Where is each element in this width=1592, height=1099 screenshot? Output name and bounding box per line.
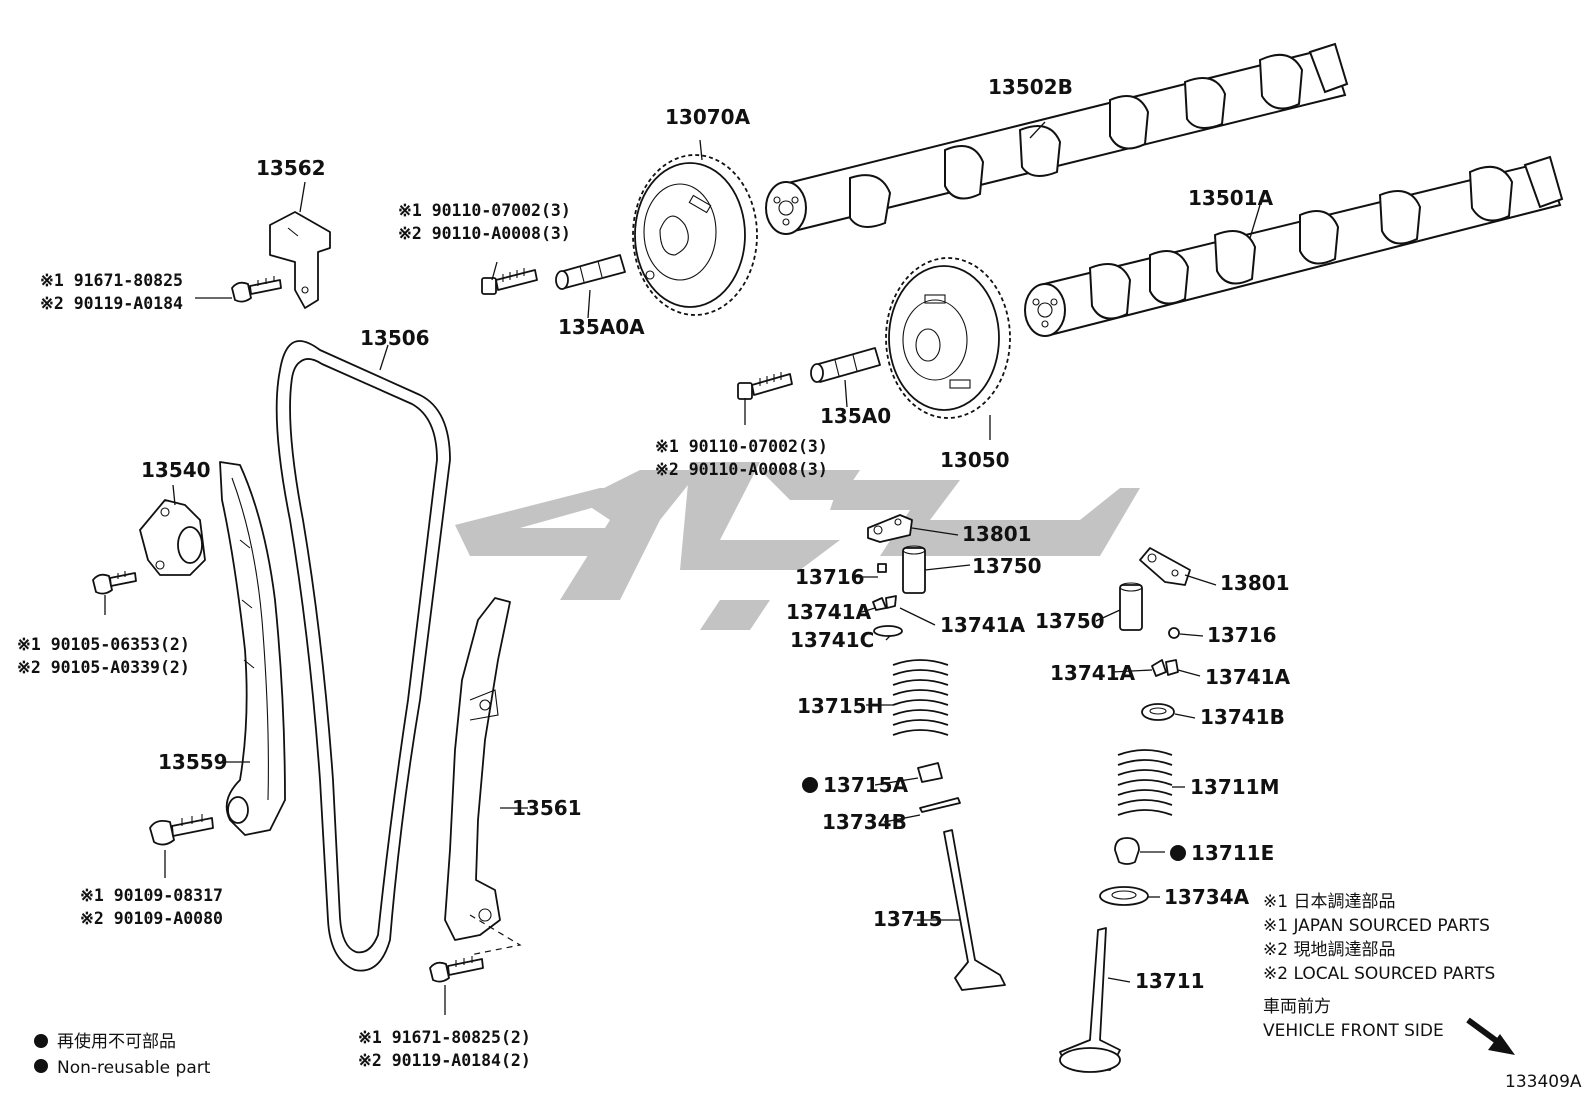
timing-chain-13506 xyxy=(275,340,451,972)
valve-keeper-13741A-left xyxy=(872,595,897,611)
subpart-13050-local: ※2 90110-A0008(3) xyxy=(655,460,828,479)
valve-spring-13715H xyxy=(892,659,949,736)
vvt-gear-13050 xyxy=(885,257,1011,419)
legend-dot-en xyxy=(34,1059,48,1073)
intake-valve-13715 xyxy=(943,829,1006,991)
label-13050: 13050 xyxy=(940,448,1010,472)
rocker-arm-13801-left xyxy=(867,514,913,543)
bolt-13559 xyxy=(149,814,214,846)
label-13715A: 13715A xyxy=(823,773,909,797)
bolt-13561 xyxy=(429,956,484,983)
label-13741A-left-1: 13741A xyxy=(786,600,872,624)
valve-guide-13734A xyxy=(1099,886,1149,906)
legend-local-sourced-en: ※2 LOCAL SOURCED PARTS xyxy=(1263,964,1495,984)
label-13801-left: 13801 xyxy=(962,522,1032,546)
label-13741A-left-2: 13741A xyxy=(940,613,1026,637)
label-13734A: 13734A xyxy=(1164,885,1250,909)
subpart-13559-jp: ※1 90109-08317 xyxy=(80,886,223,905)
label-13711: 13711 xyxy=(1135,969,1205,993)
label-13711E: 13711E xyxy=(1191,841,1274,865)
oil-control-valve-135A0 xyxy=(810,347,881,383)
subpart-13562-local: ※2 90119-A0184 xyxy=(40,294,183,313)
label-13711M: 13711M xyxy=(1190,775,1279,799)
valve-seal-13711E xyxy=(1114,837,1140,865)
label-13734B: 13734B xyxy=(822,810,907,834)
part-labels: 13502B 13501A 13070A 13050 13562 135A0A … xyxy=(141,75,1291,993)
label-13540: 13540 xyxy=(141,458,211,482)
subpart-13559-local: ※2 90109-A0080 xyxy=(80,909,223,928)
legend-jp-sourced-en: ※1 JAPAN SOURCED PARTS xyxy=(1263,916,1490,936)
label-13559: 13559 xyxy=(158,750,228,774)
label-13715: 13715 xyxy=(873,907,943,931)
lash-adjuster-13750-right xyxy=(1119,582,1143,631)
valve-seat-13741C xyxy=(873,625,903,637)
valve-guide-13734B xyxy=(919,797,961,813)
diagram-id: 133409A xyxy=(1505,1072,1582,1092)
label-13561: 13561 xyxy=(512,796,582,820)
legend-nonreusable-jp: 再使用不可部品 xyxy=(57,1031,176,1052)
camshaft-13502B xyxy=(765,42,1349,235)
label-135A0A: 135A0A xyxy=(558,315,645,339)
subpart-13540-jp: ※1 90105-06353(2) xyxy=(17,635,190,654)
label-135A0: 135A0 xyxy=(820,404,891,428)
label-13502B: 13502B xyxy=(988,75,1073,99)
bolt-13540 xyxy=(92,571,137,595)
label-13741B: 13741B xyxy=(1200,705,1285,729)
lash-adjuster-13750-left xyxy=(902,545,926,594)
watermark-logo xyxy=(455,462,1140,630)
label-13716-left: 13716 xyxy=(795,565,865,589)
valve-seal-13715A xyxy=(917,762,943,783)
chain-slipper-13559 xyxy=(219,461,286,836)
subpart-labels: ※1 91671-80825 ※2 90119-A0184 ※1 90110-0… xyxy=(17,201,828,1070)
label-13715H: 13715H xyxy=(797,694,883,718)
label-13741C: 13741C xyxy=(790,628,874,652)
valve-retainer-13741B xyxy=(1141,703,1175,721)
nonreusable-dot-13715A xyxy=(802,777,818,793)
vvt-gear-13070A xyxy=(632,154,758,316)
legend-jp-sourced-jp: ※1 日本調達部品 xyxy=(1263,892,1395,912)
label-13501A: 13501A xyxy=(1188,186,1274,210)
label-13741A-right-1: 13741A xyxy=(1050,661,1136,685)
chain-tensioner-13540 xyxy=(139,499,206,576)
shim-13716-left xyxy=(877,563,887,573)
front-side-jp: 車両前方 xyxy=(1263,997,1331,1017)
label-13801-right: 13801 xyxy=(1220,571,1290,595)
label-13741A-right-2: 13741A xyxy=(1205,665,1291,689)
legend: 再使用不可部品 Non-reusable part ※1 日本調達部品 ※1 J… xyxy=(34,892,1582,1092)
legend-nonreusable-en: Non-reusable part xyxy=(57,1058,211,1078)
front-arrow-icon xyxy=(1466,1017,1515,1055)
leader-lines xyxy=(104,121,1261,1015)
subpart-13561-jp: ※1 91671-80825(2) xyxy=(358,1028,531,1047)
valve-spring-13711M xyxy=(1117,749,1173,816)
valve-keeper-13741A-right xyxy=(1151,659,1179,677)
exhaust-valve-13711 xyxy=(1059,927,1121,1073)
rocker-arm-13801-right xyxy=(1139,547,1191,586)
bolt-13050 xyxy=(737,372,793,400)
label-13750-right: 13750 xyxy=(1035,609,1105,633)
chain-guide-13561 xyxy=(444,597,522,956)
legend-dot-jp xyxy=(34,1034,48,1048)
subpart-13070-jp: ※1 90110-07002(3) xyxy=(398,201,571,220)
legend-local-sourced-jp: ※2 現地調達部品 xyxy=(1263,940,1395,960)
subpart-13562-jp: ※1 91671-80825 xyxy=(40,271,183,290)
bracket-13562 xyxy=(269,211,331,309)
nonreusable-dot-13711E xyxy=(1170,845,1186,861)
camshaft-13501A xyxy=(1024,155,1564,337)
label-13750-left: 13750 xyxy=(972,554,1042,578)
subpart-13050-jp: ※1 90110-07002(3) xyxy=(655,437,828,456)
bolt-13070A xyxy=(481,268,538,295)
label-13562: 13562 xyxy=(256,156,326,180)
subpart-13540-local: ※2 90105-A0339(2) xyxy=(17,658,190,677)
label-13070A: 13070A xyxy=(665,105,751,129)
label-13716-right: 13716 xyxy=(1207,623,1277,647)
bolt-13562 xyxy=(231,276,282,303)
subpart-13070-local: ※2 90110-A0008(3) xyxy=(398,224,571,243)
oil-control-valve-135A0A xyxy=(555,254,626,290)
label-13506: 13506 xyxy=(360,326,430,350)
front-side-en: VEHICLE FRONT SIDE xyxy=(1263,1021,1444,1041)
shim-13716-right xyxy=(1168,627,1180,639)
subpart-13561-local: ※2 90119-A0184(2) xyxy=(358,1051,531,1070)
